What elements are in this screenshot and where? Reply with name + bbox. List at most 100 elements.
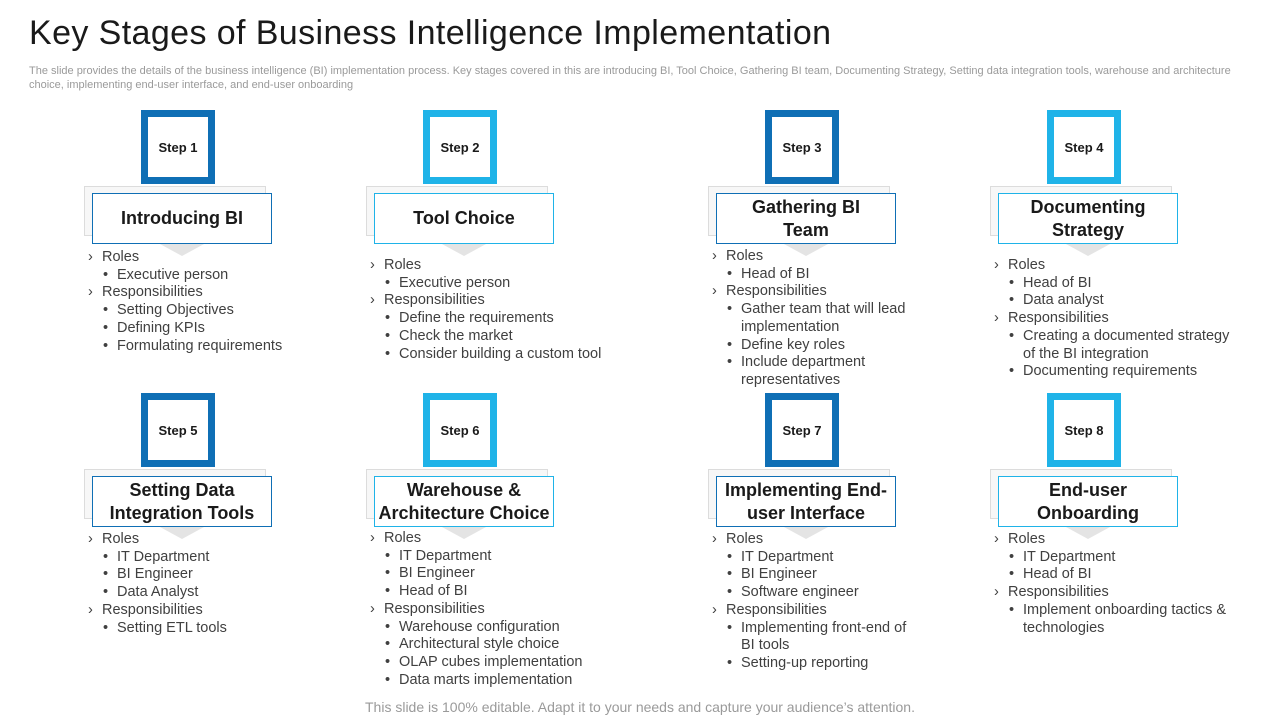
pointer-arrow	[160, 244, 204, 256]
list-item: •Creating a documented strategy of the B…	[994, 328, 1234, 363]
list-item-text: Data Analyst	[117, 584, 199, 601]
bullet-icon: •	[727, 336, 733, 353]
bullet-icon: •	[727, 354, 733, 371]
stage-title-line: End-user	[1048, 479, 1127, 500]
list-item-text: IT Department	[741, 548, 834, 565]
list-item: •Implement onboarding tactics & technolo…	[994, 602, 1234, 637]
bullet-icon: •	[385, 565, 391, 582]
list-item: •Documenting requirements	[994, 363, 1234, 381]
pointer-arrow	[784, 527, 828, 539]
list-item-text: Executive person	[399, 274, 511, 291]
responsibility-list: ›Roles•Executive person›Responsibilities…	[88, 249, 328, 355]
list-heading-item: ›Roles	[994, 531, 1234, 549]
list-item-text: BI Engineer	[741, 566, 817, 583]
list-item-text: Responsibilities	[1008, 310, 1109, 327]
list-heading-item: ›Responsibilities	[370, 601, 610, 619]
list-item-text: Setting ETL tools	[117, 619, 227, 636]
list-item: •Executive person	[370, 275, 610, 293]
list-item: •Check the market	[370, 328, 610, 346]
pointer-arrow	[1066, 244, 1110, 256]
stage-title-line: Gathering BI	[751, 196, 860, 217]
list-item-text: Setting Objectives	[117, 302, 234, 319]
chevron-right-icon: ›	[88, 249, 93, 265]
list-item: •Data analyst	[994, 292, 1234, 310]
pointer-arrow	[442, 244, 486, 256]
list-item-text: Data analyst	[1023, 292, 1104, 309]
bullet-icon: •	[727, 654, 733, 671]
list-item-text: BI Engineer	[399, 565, 475, 582]
list-item: •Formulating requirements	[88, 338, 328, 356]
bullet-icon: •	[103, 619, 109, 636]
list-heading-item: ›Responsibilities	[994, 310, 1234, 328]
list-item: •BI Engineer	[88, 566, 328, 584]
pointer-arrow	[442, 527, 486, 539]
list-item: •Architectural style choice	[370, 636, 610, 654]
chevron-right-icon: ›	[712, 531, 717, 547]
list-item: •Head of BI	[994, 566, 1234, 584]
responsibility-list: ›Roles•IT Department•BI Engineer•Head of…	[370, 530, 610, 689]
list-item-text: Documenting requirements	[1023, 363, 1198, 380]
list-item: •Warehouse configuration	[370, 619, 610, 637]
list-item: • Setting-up reporting	[712, 655, 912, 673]
pointer-arrow	[784, 244, 828, 256]
page-title: Key Stages of Business Intelligence Impl…	[29, 14, 832, 52]
list-heading-item: ›Roles	[994, 257, 1234, 275]
bullet-icon: •	[103, 302, 109, 319]
stage-title-line: Tool Choice	[413, 208, 515, 228]
list-heading-item: ›Roles	[712, 531, 912, 549]
bullet-icon: •	[727, 301, 733, 318]
bullet-icon: •	[1009, 548, 1015, 565]
list-item-text: Roles	[102, 531, 140, 547]
step-badge: Step 6	[423, 393, 497, 467]
bullet-icon: •	[103, 584, 109, 601]
list-item-text: Check the market	[399, 327, 513, 344]
chevron-right-icon: ›	[994, 257, 999, 273]
list-item-text: Responsibilities	[102, 601, 203, 618]
list-item: •Executive person	[88, 267, 328, 285]
list-item-text: Executive person	[117, 266, 229, 283]
responsibility-list: ›Roles•Executive person›Responsibilities…	[370, 257, 610, 363]
step-badge: Step 8	[1047, 393, 1121, 467]
bullet-icon: •	[385, 310, 391, 327]
list-item: • Consider building a custom tool	[370, 346, 610, 364]
list-item-text: Consider building a custom tool	[399, 345, 602, 362]
pointer-arrow	[160, 527, 204, 539]
list-item-text: IT Department	[399, 547, 492, 564]
list-item-text: Roles	[384, 257, 422, 273]
list-item-text: Creating a documented strategy of the BI…	[1023, 327, 1230, 362]
stage-title-line: Warehouse &	[406, 479, 522, 500]
list-item: •OLAP cubes implementation	[370, 654, 610, 672]
stage-title-line: Setting Data	[129, 479, 235, 500]
step-badge: Step 4	[1047, 110, 1121, 184]
list-item-text: Responsibilities	[726, 283, 827, 300]
bullet-icon: •	[727, 548, 733, 565]
page-subtitle: The slide provides the details of the bu…	[29, 65, 1231, 91]
bullet-icon: •	[727, 566, 733, 583]
list-item-text: Responsibilities	[384, 600, 485, 617]
responsibility-list: ›Roles•Head of BI•Data analyst›Responsib…	[994, 257, 1234, 381]
step-badge: Step 3	[765, 110, 839, 184]
stage-title: Warehouse &Architecture Choice	[374, 476, 554, 527]
list-item: • BI Engineer	[370, 565, 610, 583]
list-item-text: Architectural style choice	[399, 636, 560, 653]
chevron-right-icon: ›	[370, 257, 375, 273]
stage-title: Introducing BI	[92, 193, 272, 244]
chevron-right-icon: ›	[88, 601, 93, 618]
responsibility-list: ›Roles•Head of BI›Responsibilities•Gathe…	[712, 248, 912, 390]
list-item: • BI Engineer	[712, 566, 912, 584]
list-item-text: Implementing front-end of BI tools	[741, 619, 907, 654]
step-badge: Step 1	[141, 110, 215, 184]
bullet-icon: •	[103, 337, 109, 354]
list-item-text: Warehouse configuration	[399, 618, 560, 635]
bullet-icon: •	[385, 345, 391, 362]
list-item-text: Roles	[384, 530, 422, 546]
list-item-text: Roles	[102, 249, 140, 265]
list-heading-item: ›Roles	[712, 248, 912, 266]
footer-note: This slide is 100% editable. Adapt it to…	[365, 699, 915, 715]
bullet-icon: •	[385, 547, 391, 564]
list-heading-item: ›Roles	[88, 531, 328, 549]
list-heading-item: ›Responsibilities	[88, 284, 328, 302]
list-item-text: Setting-up reporting	[741, 654, 869, 671]
